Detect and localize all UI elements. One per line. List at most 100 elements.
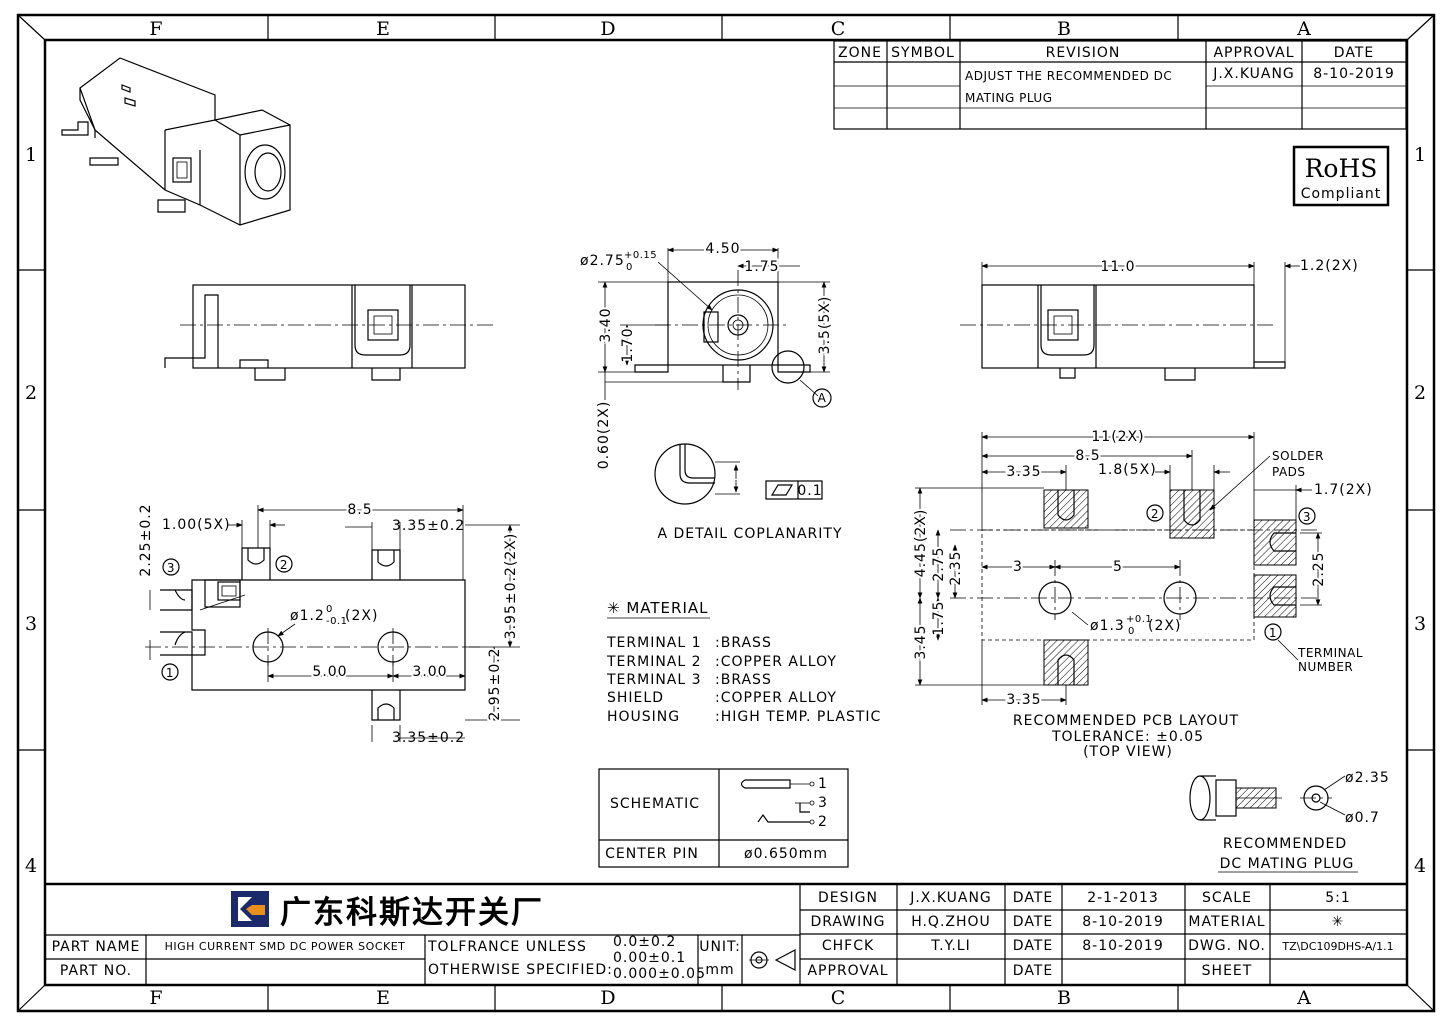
zone-row-1-right: 1 [1414,144,1426,166]
schematic-pin-1: 1 [818,776,828,792]
front-view: A 4.50 1.75 ø2.75 +0.15 0 3.40 1.70 3.5(… [580,239,835,470]
bottom-dim-hole-up: 0 [326,604,333,615]
pcb-dim-3-35-bottom: 3.35 [1006,692,1041,708]
date-value-3: 8-10-2019 [1082,938,1163,954]
zone-row-4-right: 4 [1414,855,1426,877]
zone-col-a-bottom: A [1296,987,1311,1009]
bottom-dim-8-5: 8.5 [347,502,372,518]
tolerance-line-2: OTHERWISE SPECIFIED: [428,962,613,978]
rev-date: 8-10-2019 [1313,66,1394,82]
material-row-4-value: :COPPER ALLOY [715,690,837,706]
rev-header-zone: ZONE [838,45,882,61]
pcb-dim-hole: ø1.3 [1090,618,1125,634]
date-label-3: DATE [1013,938,1053,954]
zone-col-a-top: A [1296,18,1311,40]
check-label: CHFCK [822,938,874,954]
material-row-5-value: :HIGH TEMP. PLASTIC [715,709,881,725]
pcb-dim-hole-count: (2X) [1148,618,1181,634]
pcb-dim-3-35-top: 3.35 [1006,464,1041,480]
zone-col-e-top: E [376,18,390,40]
dim-0-60-2x: 0.60(2X) [596,401,612,470]
approval-label: APPROVAL [807,963,888,979]
rev-header-date: DATE [1334,45,1374,61]
date-label-2: DATE [1013,914,1053,930]
bottom-dim-hole: ø1.2 [290,608,325,624]
pcb-caption-1: RECOMMENDED PCB LAYOUT [1013,713,1239,729]
material-row-4-key: SHIELD [607,690,664,706]
plug-caption-1: RECOMMENDED [1223,836,1347,852]
bottom-term-3: 3 [167,561,175,575]
pcb-dim-hole-dn: 0 [1128,626,1135,637]
pcb-dim-2-75: 2.75 [931,546,947,581]
pcb-dim-3: 3 [1013,559,1023,575]
pcb-dim-1-8-5x: 1.8(5X) [1098,462,1157,478]
schematic-pin-3: 3 [818,795,828,811]
pcb-dim-3-45: 3.45 [913,624,929,659]
bottom-dim-5-00: 5.00 [312,664,347,680]
pcb-caption-3: (TOP VIEW) [1083,744,1173,760]
material-row-3-value: :BRASS [715,672,772,688]
material-row-2-key: TERMINAL 2 [606,654,702,670]
unit-value: mm [705,962,734,978]
schematic-label: SCHEMATIC [610,796,700,812]
part-name-value: HIGH CURRENT SMD DC POWER SOCKET [165,940,406,953]
zone-row-2-right: 2 [1414,382,1426,404]
schematic-table: SCHEMATIC CENTER PIN ø0.650mm 1 3 2 [598,768,849,868]
check-value: T.Y.LI [930,938,970,954]
part-no-label: PART NO. [60,963,132,979]
tolerance-value-1: 0.0±0.2 [613,934,676,950]
bottom-dim-hole-count: (2X) [345,608,378,624]
side-view-right: 11.0 1.2(2X) [960,257,1358,381]
zone-row-1-left: 1 [25,144,37,166]
bottom-dim-2-25: 2.25±0.2 [138,503,154,576]
plug-dim-0-7: ø0.7 [1345,810,1380,826]
zone-col-f-bottom: F [149,987,162,1009]
company-name: 广东科斯达开关厂 [280,895,544,931]
isometric-view [61,57,291,226]
date-value-1: 2-1-2013 [1087,890,1159,906]
pcb-dim-1-7-2x: 1.7(2X) [1314,482,1373,498]
date-value-2: 8-10-2019 [1082,914,1163,930]
bottom-dim-2-95: 2.95±0.2 [487,647,503,720]
zone-col-b-bottom: B [1057,987,1071,1009]
dim-4-50: 4.50 [705,241,740,257]
dim-1-70: 1.70 [620,327,636,362]
bottom-dim-3-95: 3.95±0.2(2X) [503,533,519,640]
rev-approval: J.X.KUANG [1212,66,1295,82]
dim-dia-2-75: ø2.75 [580,253,625,269]
dim-1-75: 1.75 [744,259,779,275]
pcb-dim-1-75: 1.75 [931,600,947,635]
pcb-dim-4-45: 4.45(2X) [913,509,929,578]
zone-col-b-top: B [1057,18,1071,40]
pcb-dim-11-2x: 11(2X) [1091,429,1144,445]
material-title: ✳ MATERIAL [607,599,708,617]
projection-symbol-icon [749,949,796,971]
rohs-badge: RoHS Compliant [1292,145,1390,207]
material-row-5-key: HOUSING [607,709,680,725]
dim-dia-2-75-up: +0.15 [624,250,657,261]
zone-row-2-left: 2 [25,382,37,404]
dwg-no-value: TZ\DC109DHS-A/1.1 [1281,940,1393,953]
zone-col-c-top: C [831,18,846,40]
material-row-1-value: :BRASS [715,635,772,651]
date-label-4: DATE [1013,963,1053,979]
zone-col-d-top: D [600,18,615,40]
pcb-term-label-1: TERMINAL [1297,646,1363,660]
pcb-pads-label-2: PADS [1272,465,1306,479]
dim-3-40: 3.40 [598,307,614,342]
zone-row-4-left: 4 [25,855,37,877]
pcb-dim-2-25: 2.25 [1311,551,1327,586]
material-value: ✳ [1332,914,1345,930]
pcb-layout: 11(2X) 8.5 3.35 1.8(5X) SOLDER PADS 1.7(… [911,427,1373,760]
tolerance-value-2: 0.00±0.1 [613,950,686,966]
pcb-dim-8-5: 8.5 [1075,448,1100,464]
bottom-dim-hole-dn: -0.1 [326,616,348,627]
rev-header-approval: APPROVAL [1213,45,1294,61]
bottom-dim-3-00: 3.00 [412,664,447,680]
rev-header-symbol: SYMBOL [891,45,955,61]
zone-labels: F E D C B A F E D C B A 1 2 3 4 1 2 3 4 [25,18,1426,1009]
bottom-term-2: 2 [280,558,288,572]
detail-a-tag: A [818,391,827,405]
zone-row-3-left: 3 [25,613,37,635]
